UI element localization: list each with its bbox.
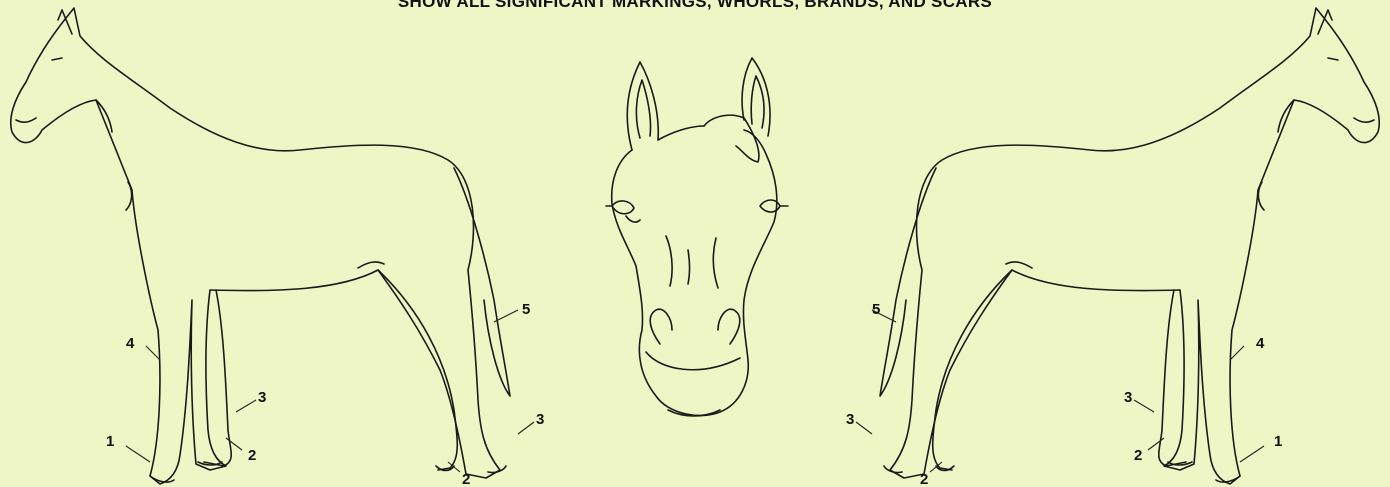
right-label-1-leader bbox=[1240, 446, 1264, 462]
right-horse-belly-line bbox=[1006, 262, 1032, 268]
head-left-nostril bbox=[650, 309, 672, 344]
right-label-5: 5 bbox=[872, 301, 880, 318]
right-side-labels: 5 3 2 3 2 4 1 bbox=[846, 301, 1282, 487]
left-horse-chest-line bbox=[126, 182, 132, 210]
left-label-5: 5 bbox=[522, 301, 530, 318]
right-label-3a-leader bbox=[1134, 400, 1154, 412]
right-horse-mouth bbox=[1354, 118, 1374, 122]
left-label-3a-leader bbox=[236, 400, 256, 412]
head-poll-line bbox=[658, 126, 704, 140]
head-face-line-right bbox=[713, 238, 718, 288]
head-face-line-left bbox=[666, 236, 672, 286]
right-horse-outline bbox=[890, 8, 1379, 484]
left-horse-tail bbox=[454, 168, 510, 396]
left-label-5-leader bbox=[494, 310, 518, 322]
head-right-ear-inner bbox=[751, 76, 764, 128]
head-outline bbox=[612, 130, 777, 415]
left-side-horse-drawing: 1 2 3 4 2 3 5 bbox=[11, 8, 545, 487]
head-right-ear bbox=[742, 58, 770, 136]
left-label-2a-leader bbox=[226, 438, 242, 450]
right-label-2a: 2 bbox=[1134, 447, 1142, 464]
right-label-4-leader bbox=[1230, 346, 1244, 360]
left-label-4: 4 bbox=[126, 335, 135, 352]
right-label-1: 1 bbox=[1274, 433, 1282, 450]
left-label-3a: 3 bbox=[258, 389, 266, 406]
right-horse-tail bbox=[880, 168, 936, 396]
left-label-2b: 2 bbox=[462, 471, 470, 487]
left-label-1: 1 bbox=[106, 433, 114, 450]
left-label-1-leader bbox=[126, 446, 150, 462]
right-label-3a: 3 bbox=[1124, 389, 1132, 406]
right-label-3b-leader bbox=[856, 422, 872, 434]
right-side-horse-drawing bbox=[856, 8, 1379, 484]
left-label-3b: 3 bbox=[536, 411, 544, 428]
right-horse-chest-line bbox=[1258, 182, 1264, 210]
head-right-nostril bbox=[718, 309, 740, 344]
right-label-3b: 3 bbox=[846, 411, 854, 428]
left-label-2a: 2 bbox=[248, 447, 256, 464]
head-forelock bbox=[704, 115, 759, 162]
head-left-eye bbox=[612, 201, 634, 214]
left-horse-far-hindleg bbox=[378, 270, 457, 470]
right-label-4: 4 bbox=[1256, 335, 1265, 352]
right-label-2b: 2 bbox=[920, 471, 928, 487]
head-front-drawing bbox=[606, 58, 788, 416]
left-label-4-leader bbox=[146, 346, 160, 360]
right-label-2a-leader bbox=[1148, 438, 1164, 450]
head-face-line-mid bbox=[688, 250, 690, 284]
left-horse-outline bbox=[11, 8, 500, 484]
right-horse-far-hindleg bbox=[933, 270, 1012, 470]
left-horse-belly-line bbox=[358, 262, 384, 268]
head-left-ear bbox=[627, 62, 658, 150]
left-horse-mouth bbox=[16, 118, 36, 122]
right-horse-eye bbox=[1328, 58, 1338, 60]
left-label-3b-leader bbox=[518, 422, 534, 434]
left-horse-eye bbox=[52, 58, 62, 60]
head-muzzle-line bbox=[646, 352, 740, 370]
head-left-ear-inner bbox=[636, 80, 650, 138]
